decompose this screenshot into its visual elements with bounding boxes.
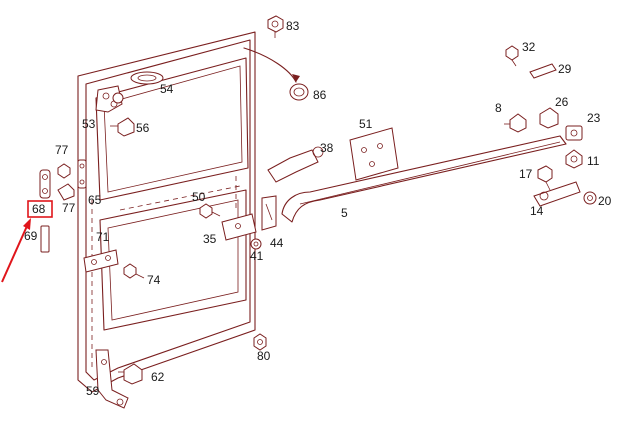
callout-23: 23: [587, 111, 601, 125]
part-54-handle: [130, 71, 164, 85]
part-74-screw: [123, 263, 145, 279]
callout-71: 71: [96, 230, 110, 244]
callout-68: 68: [32, 202, 46, 216]
callout-41: 41: [250, 249, 264, 263]
part-41-washer: [250, 238, 262, 250]
part-38-bracket: [267, 146, 324, 183]
callout-65: 65: [88, 193, 102, 207]
part-11-nut: [565, 149, 583, 169]
callout-8: 8: [495, 101, 502, 115]
callout-69: 69: [24, 229, 38, 243]
part-77-catch: [39, 159, 87, 201]
callout-83: 83: [286, 19, 300, 33]
callout-77-lower: 77: [62, 201, 76, 215]
part-59-hinge: [95, 349, 129, 409]
part-83-bolt: [267, 15, 284, 38]
callout-59: 59: [86, 384, 100, 398]
highlight-arrow: [1, 218, 31, 283]
part-56-bolt: [110, 117, 135, 137]
door-panel: [77, 31, 256, 393]
callout-20: 20: [598, 194, 612, 208]
callout-62: 62: [151, 370, 165, 384]
callout-77-upper: 77: [55, 143, 69, 157]
part-53-hinge: [95, 85, 124, 113]
part-26-bolt: [539, 107, 559, 129]
part-17-bolt: [537, 165, 553, 191]
callout-54: 54: [160, 82, 174, 96]
callout-29: 29: [558, 62, 572, 76]
callout-38: 38: [320, 141, 334, 155]
callout-51: 51: [359, 117, 373, 131]
part-8-bolt: [504, 113, 527, 133]
part-44-plate: [261, 195, 277, 231]
part-35-bracket: [221, 213, 257, 241]
part-50-bolt: [199, 203, 221, 219]
callout-5: 5: [341, 206, 348, 220]
callout-74: 74: [147, 273, 161, 287]
part-29-clip: [529, 63, 557, 79]
part-51-bracket: [349, 127, 399, 181]
callout-56: 56: [136, 121, 150, 135]
callout-80: 80: [257, 349, 271, 363]
callout-68-highlight-box: [27, 200, 53, 218]
part-14-roller: [533, 181, 581, 207]
callout-86: 86: [313, 88, 327, 102]
callout-14: 14: [530, 204, 544, 218]
part-80-bolt: [253, 333, 267, 351]
callout-53: 53: [82, 117, 96, 131]
part-5-rail: [281, 135, 567, 223]
part-71-plate: [83, 249, 119, 273]
part-20-nut: [583, 191, 597, 205]
part-86-grommet: [243, 47, 309, 101]
callout-32: 32: [522, 40, 536, 54]
part-69-strip: [40, 225, 50, 253]
part-62-bolt: [118, 363, 143, 385]
callout-44: 44: [270, 236, 284, 250]
callout-11: 11: [587, 154, 600, 168]
callout-26: 26: [555, 95, 569, 109]
part-23-nut: [565, 125, 583, 141]
callout-35: 35: [203, 232, 217, 246]
callout-50: 50: [192, 190, 206, 204]
callout-17: 17: [519, 167, 533, 181]
part-32-screw: [505, 45, 519, 67]
